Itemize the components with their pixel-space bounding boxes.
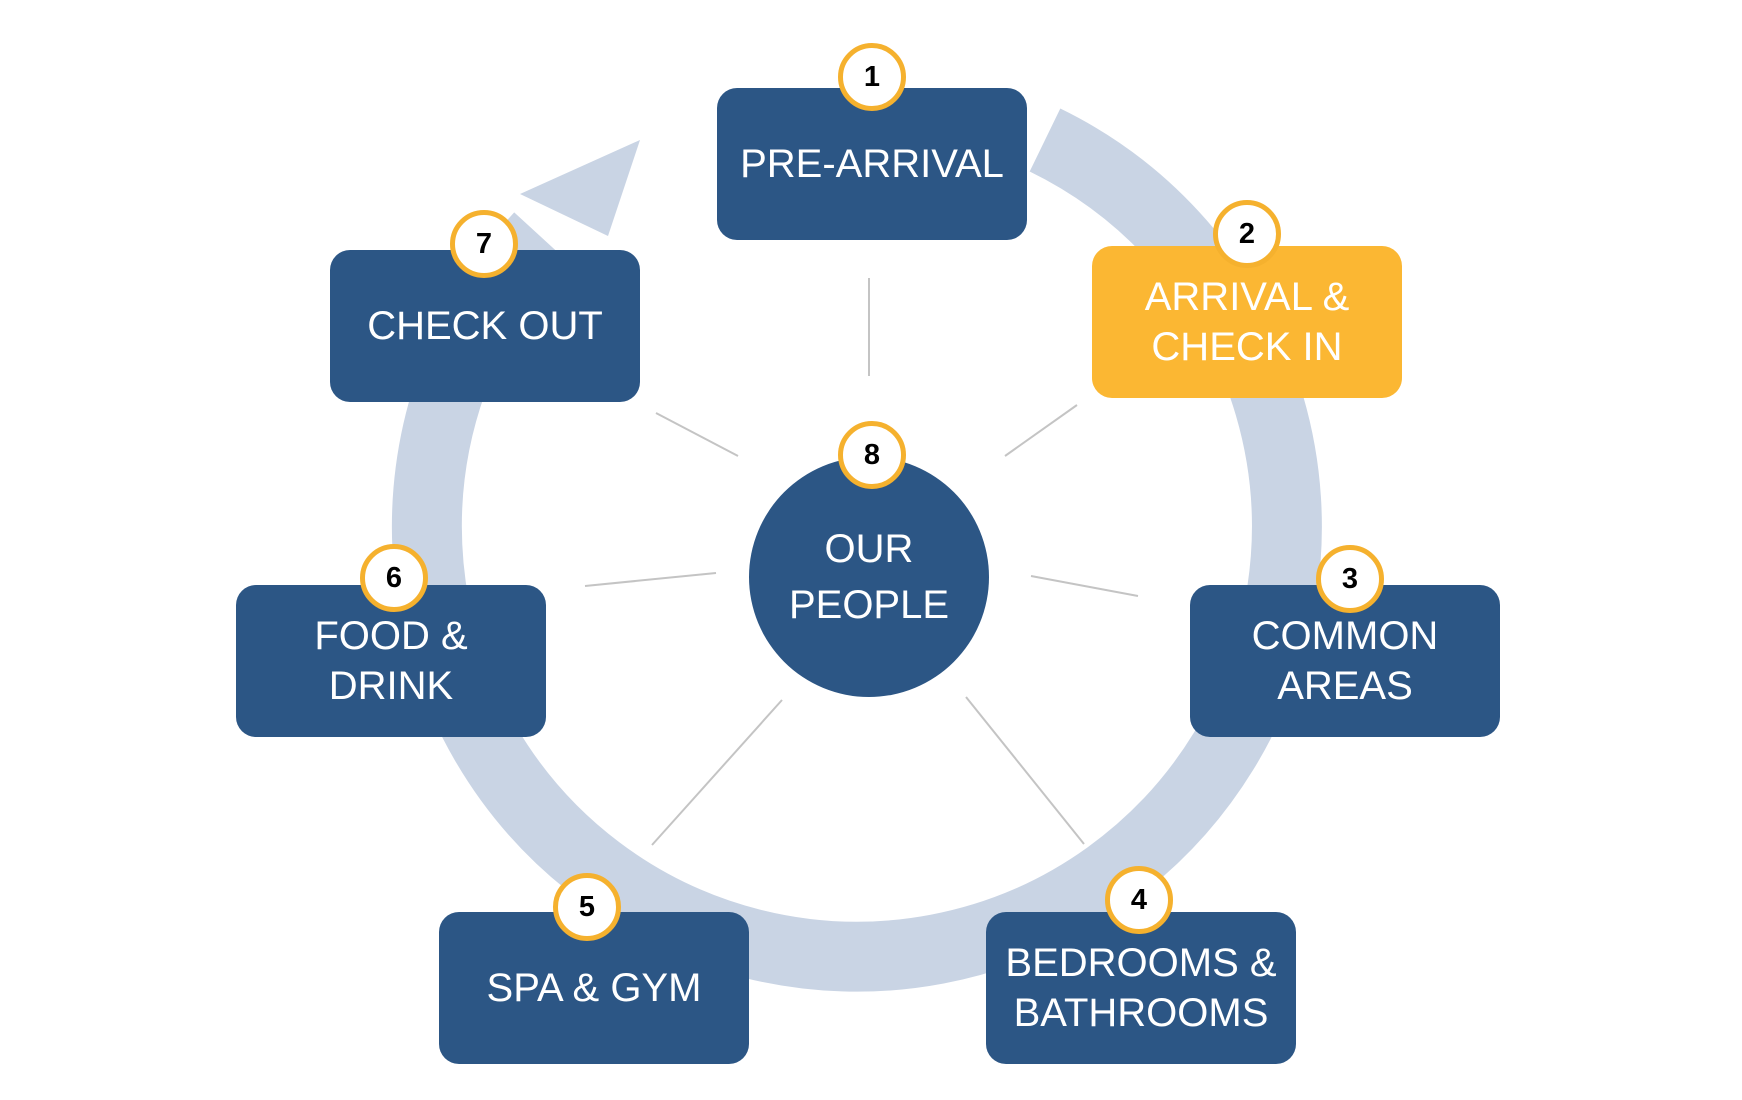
stage-label: PRE-ARRIVAL xyxy=(740,142,1004,186)
step-badge-1: 1 xyxy=(838,43,906,111)
stage-bedrooms-bathrooms[interactable]: BEDROOMS & BATHROOMS xyxy=(986,912,1296,1064)
spoke-5 xyxy=(651,699,783,846)
spoke-2 xyxy=(1004,404,1078,457)
spoke-4 xyxy=(965,696,1085,845)
step-badge-8: 8 xyxy=(838,421,906,489)
stage-pre-arrival[interactable]: PRE-ARRIVAL xyxy=(717,88,1027,240)
spoke-3 xyxy=(1030,575,1139,597)
stage-label: ARRIVAL & CHECK IN xyxy=(1144,275,1350,369)
center-our-people[interactable]: OUR PEOPLE xyxy=(749,457,989,697)
stage-label: BEDROOMS & BATHROOMS xyxy=(1005,941,1277,1035)
stage-label: CHECK OUT xyxy=(367,304,603,348)
stage-label: SPA & GYM xyxy=(486,966,702,1010)
spokes xyxy=(584,278,1139,846)
stage-label: COMMON AREAS xyxy=(1251,614,1439,708)
spoke-6 xyxy=(584,572,717,587)
spoke-7 xyxy=(655,412,739,457)
step-badge-4: 4 xyxy=(1105,866,1173,934)
stage-label: FOOD & DRINK xyxy=(314,614,468,708)
step-badge-6: 6 xyxy=(360,544,428,612)
step-badge-3: 3 xyxy=(1316,545,1384,613)
center-label: OUR PEOPLE xyxy=(788,527,950,627)
step-badge-7: 7 xyxy=(450,210,518,278)
step-badge-2: 2 xyxy=(1213,200,1281,268)
cycle-arrow-head xyxy=(520,140,640,236)
stage-arrival-check-in[interactable]: ARRIVAL & CHECK IN xyxy=(1092,246,1402,398)
step-badge-5: 5 xyxy=(553,873,621,941)
